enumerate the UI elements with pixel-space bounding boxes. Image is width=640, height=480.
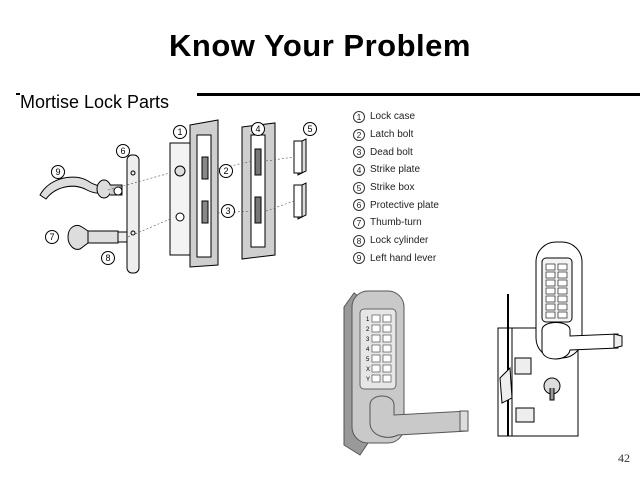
callout-7: 7 (45, 230, 59, 244)
legend-item: 2 Latch bolt (353, 126, 439, 144)
keypad-key-label: X (366, 367, 370, 373)
legend-part-name: Lock case (370, 111, 416, 123)
keypad-button (545, 263, 556, 271)
keypad-button (545, 279, 556, 287)
keypad-button (545, 287, 556, 295)
keypad-button (545, 271, 556, 279)
svg-text:5: 5 (307, 124, 312, 134)
cylinder-body (87, 230, 119, 244)
keypad-key-label: 4 (366, 347, 370, 353)
keypad-key-label: 1 (366, 317, 370, 323)
keypad-button (382, 344, 392, 353)
legend-number-circle: 7 (353, 216, 365, 229)
legend-part-name: Left hand lever (370, 252, 437, 264)
keypad-button (371, 324, 381, 333)
legend-number-circle: 4 (353, 163, 365, 176)
callout-9: 9 (51, 165, 65, 179)
keypad-button (382, 364, 392, 373)
rule-right (197, 93, 640, 96)
keypad-button (371, 344, 381, 353)
svg-text:9: 9 (55, 167, 60, 177)
legend-number-circle: 6 (353, 199, 365, 212)
keypad-button (382, 354, 392, 363)
exploded-lock-diagram: 1 2 3 4 5 6 7 8 9 (39, 119, 317, 274)
legend-part-name: Dead bolt (370, 146, 413, 158)
thumb-turn-shape (67, 224, 89, 250)
svg-text:4: 4 (255, 124, 260, 134)
subtitle: Mortise Lock Parts (20, 92, 170, 112)
legend-item: 7 Thumb-turn (353, 214, 439, 232)
legend-item: 3 Dead bolt (353, 143, 439, 161)
legend-part-name: Latch bolt (370, 129, 414, 141)
keypad-button (545, 303, 556, 311)
legend-number-circle: 1 (353, 110, 365, 123)
legend-number-circle: 3 (353, 146, 365, 159)
protective-plate (126, 154, 140, 274)
keypad-keys: 1 2 3 4 5XY (366, 314, 392, 383)
slide-title: Know Your Problem (169, 28, 471, 63)
keypad-button (557, 311, 568, 319)
keypad-button (557, 271, 568, 279)
legend-item: 8 Lock cylinder (353, 232, 439, 250)
legend-number-circle: 2 (353, 128, 365, 141)
legend-item: 9 Left hand lever (353, 250, 439, 268)
keypad-button (371, 364, 381, 373)
legend-part-name: Thumb-turn (370, 217, 422, 229)
keypad-key-label: 5 (366, 357, 370, 363)
legend-item: 5 Strike box (353, 179, 439, 197)
page-number: 42 (618, 451, 630, 465)
keypad-button (382, 314, 392, 323)
legend-number-circle: 5 (353, 181, 365, 194)
front-lever (369, 395, 469, 438)
keypad-button (371, 334, 381, 343)
legend-item: 4 Strike plate (353, 161, 439, 179)
svg-text:8: 8 (105, 253, 110, 263)
legend-part-name: Strike plate (370, 164, 421, 176)
svg-text:2: 2 (223, 166, 228, 176)
keypad-lock-mortise (497, 241, 623, 437)
parts-legend: 1 Lock case 2 Latch bolt 3 Dead bolt 4 Strike p… (353, 108, 439, 267)
keypad-button (557, 303, 568, 311)
legend-number-circle: 9 (353, 252, 365, 265)
keypad-button (545, 311, 556, 319)
keypad-button (371, 354, 381, 363)
legend-item: 1 Lock case (353, 108, 439, 126)
callout-8: 8 (101, 251, 115, 265)
callout-1: 1 (173, 125, 187, 139)
callout-3: 3 (221, 204, 235, 218)
svg-text:6: 6 (120, 146, 125, 156)
keypad-lock-front: 1 2 3 4 5XY (343, 290, 469, 456)
legend-part-name: Lock cylinder (370, 235, 429, 247)
keypad-button (371, 314, 381, 323)
legend-number-circle: 8 (353, 234, 365, 247)
callout-6: 6 (116, 144, 130, 158)
lever-rose (96, 179, 112, 199)
callout-5: 5 (303, 122, 317, 136)
keypad-button (557, 295, 568, 303)
svg-text:3: 3 (225, 206, 230, 216)
svg-text:7: 7 (49, 232, 54, 242)
callout-4: 4 (251, 122, 265, 136)
washer (113, 186, 123, 196)
svg-text:1: 1 (177, 127, 182, 137)
legend-item: 6 Protective plate (353, 196, 439, 214)
keypad-button (382, 324, 392, 333)
keypad-button (382, 374, 392, 383)
keypad-button (557, 263, 568, 271)
keypad-key-label: 2 (366, 327, 370, 333)
keypad-button (371, 374, 381, 383)
keypad-key-label: Y (366, 377, 370, 383)
keypad-key-label: 3 (366, 337, 370, 343)
keypad-button (557, 287, 568, 295)
legend-part-name: Strike box (370, 182, 415, 194)
rule-left (16, 93, 20, 95)
keypad-button (382, 334, 392, 343)
keypad-button (545, 295, 556, 303)
keypad-button (557, 279, 568, 287)
legend-part-name: Protective plate (370, 199, 439, 211)
callout-2: 2 (219, 164, 233, 178)
